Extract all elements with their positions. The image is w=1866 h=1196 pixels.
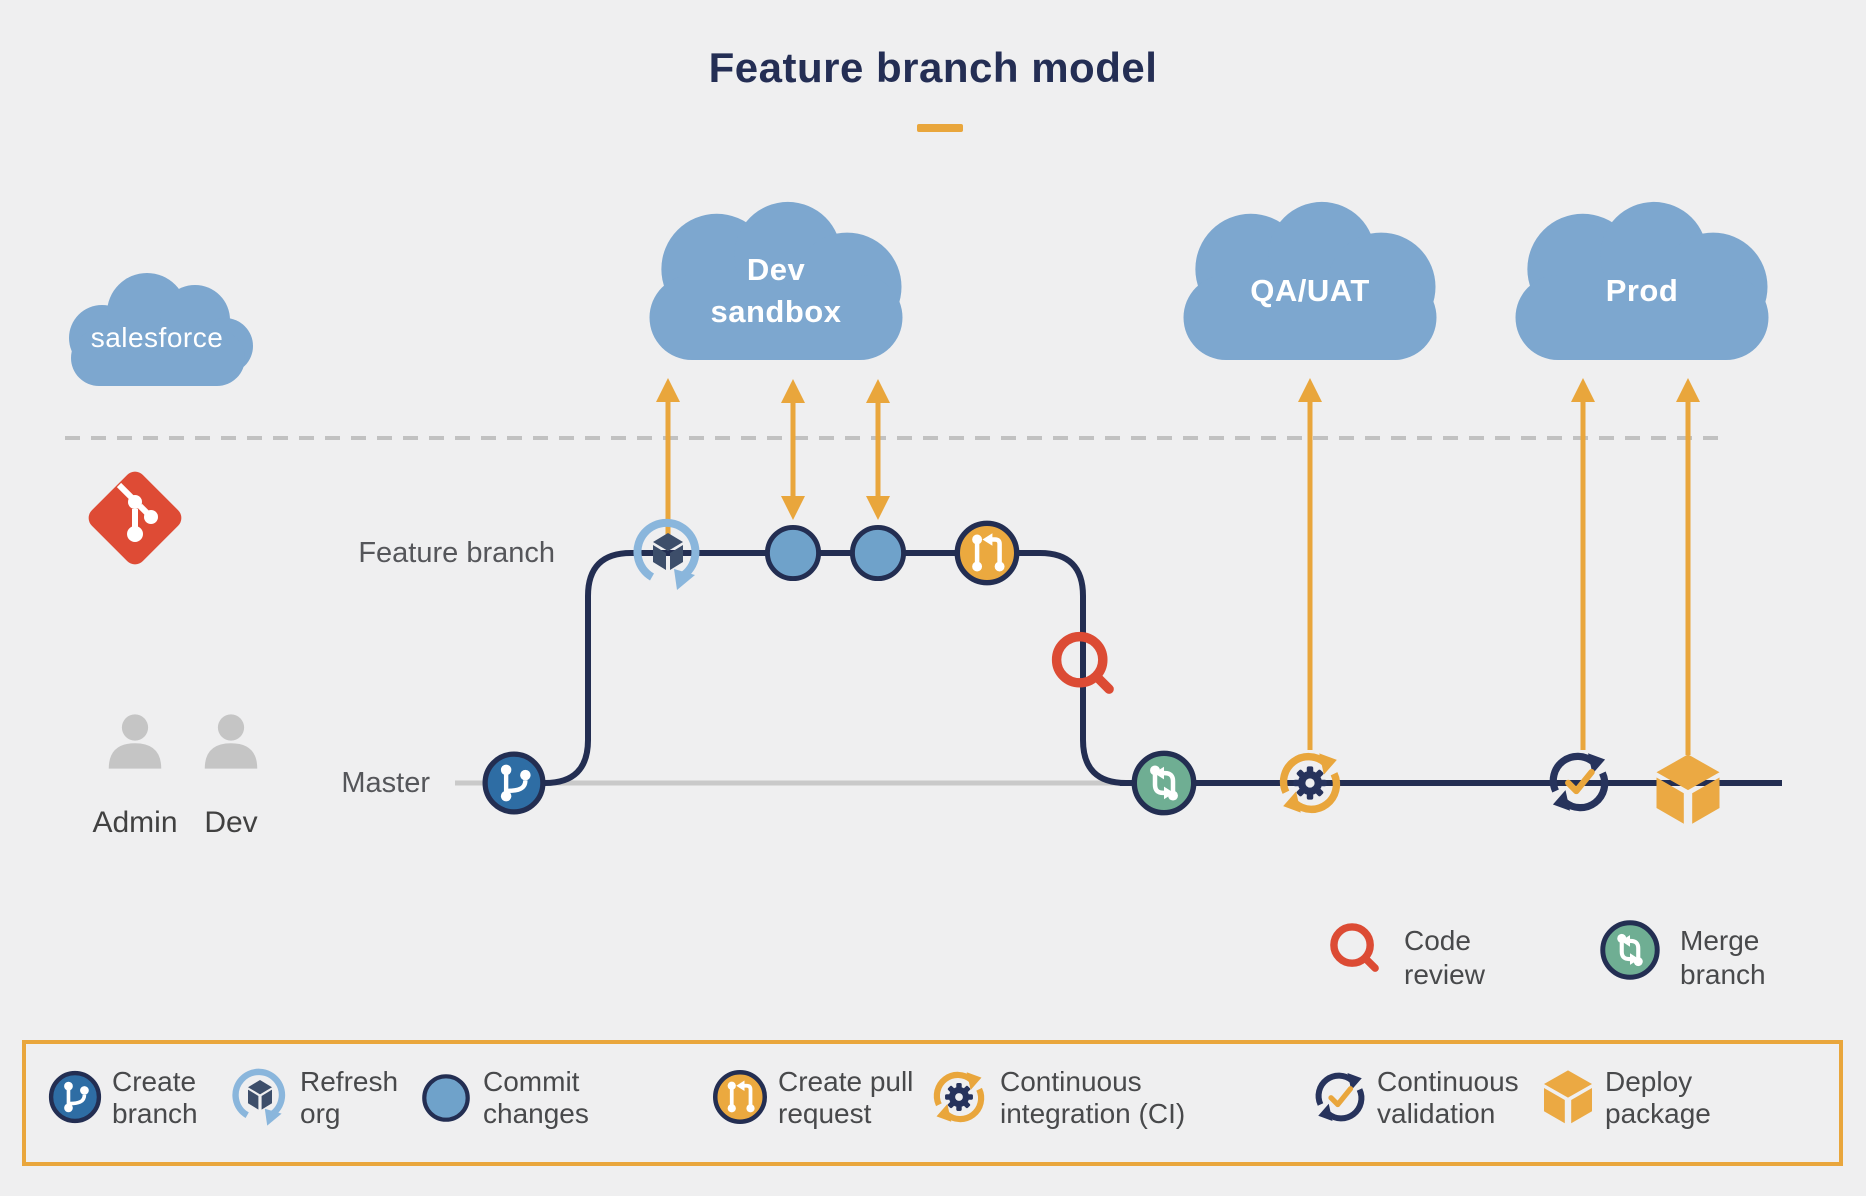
- legend-refresh-org-label: Refresh org: [300, 1066, 399, 1129]
- page-title: Feature branch model: [708, 44, 1158, 91]
- commit-changes-icon: [418, 1070, 474, 1126]
- create-pull-request-icon: [710, 1067, 770, 1127]
- dev-label: Dev: [204, 806, 258, 839]
- feature-branch-label: Feature branch: [358, 537, 555, 569]
- arrow-deploy-to-prod: [1676, 378, 1700, 755]
- salesforce-logo: salesforce: [55, 258, 259, 408]
- continuous-validation-node-icon: [1543, 746, 1615, 818]
- deploy-package-node-icon: [1646, 746, 1730, 830]
- continuous-integration-icon: [928, 1066, 990, 1128]
- merge-branch-node-icon: [1128, 747, 1200, 819]
- prod-label: Prod: [1605, 273, 1679, 309]
- legend-continuous-validation-label: Continuous validation: [1377, 1066, 1519, 1129]
- dev-person-icon: [196, 710, 266, 780]
- arrow-validation-to-prod: [1571, 378, 1595, 750]
- qa-uat-cloud: QA/UAT: [1171, 196, 1449, 364]
- commit-node-icon: [845, 520, 911, 586]
- code-review-node-icon: [1044, 624, 1128, 708]
- legend-continuous-integration-label: Continuous integration (CI): [1000, 1066, 1186, 1129]
- master-label: Master: [341, 767, 430, 799]
- dev-sandbox-label: Dev sandbox: [710, 252, 842, 329]
- merge-branch-label: Merge branch: [1680, 925, 1766, 990]
- legend-create-pull-request-label: Create pull request: [778, 1066, 914, 1129]
- arrow-ci-to-qa-uat: [1298, 378, 1322, 750]
- feature-branch-line: [520, 550, 1127, 786]
- admin-label: Admin: [92, 806, 178, 839]
- create-branch-node-icon: [479, 748, 549, 818]
- arrow-refresh-to-dev-sandbox: [656, 378, 680, 540]
- commit-node-icon: [760, 520, 826, 586]
- code-review-icon: [1324, 917, 1390, 983]
- arrow-commit2-dev-sandbox-double: [866, 379, 890, 520]
- deploy-package-icon: [1536, 1064, 1600, 1128]
- refresh-org-icon: [228, 1064, 292, 1128]
- arrow-commit1-dev-sandbox-double: [781, 379, 805, 520]
- title-underline: [917, 124, 963, 132]
- code-review-label: Code review: [1404, 925, 1485, 990]
- create-pull-request-node-icon: [951, 517, 1023, 589]
- merge-branch-icon: [1597, 917, 1663, 983]
- admin-person-icon: [100, 710, 170, 780]
- continuous-validation-icon: [1310, 1067, 1370, 1127]
- legend-box: [22, 1040, 1843, 1166]
- continuous-integration-node-icon: [1273, 746, 1347, 820]
- dev-sandbox-cloud: Dev sandbox: [637, 196, 915, 364]
- legend-deploy-package-label: Deploy package: [1605, 1066, 1711, 1129]
- create-branch-icon: [46, 1068, 104, 1126]
- legend-commit-changes-label: Commit changes: [483, 1066, 589, 1129]
- prod-cloud: Prod: [1503, 196, 1781, 364]
- qa-uat-label: QA/UAT: [1250, 273, 1370, 309]
- refresh-org-node-icon: [628, 513, 708, 593]
- git-icon: [83, 460, 187, 576]
- legend-create-branch-label: Create branch: [112, 1066, 198, 1129]
- salesforce-logo-label: salesforce: [90, 322, 224, 353]
